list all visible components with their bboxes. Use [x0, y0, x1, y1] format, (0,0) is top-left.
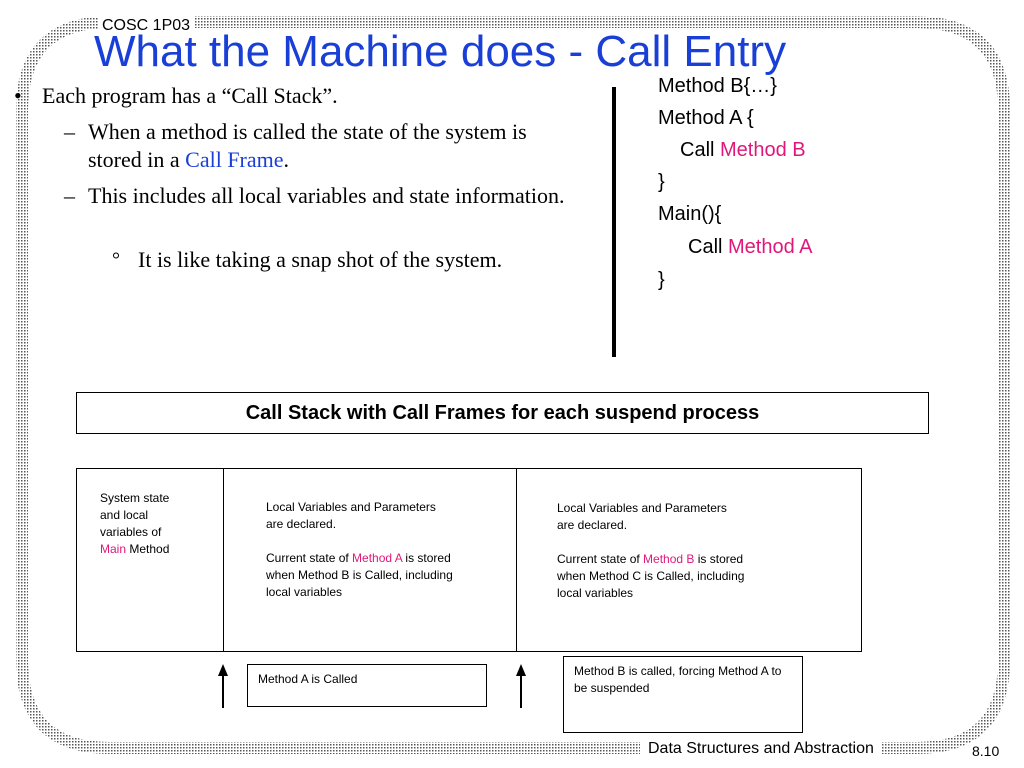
code-keyword: Call [688, 236, 729, 258]
code-call-target: Method B [720, 139, 806, 161]
frame-main-suffix: Method [126, 542, 170, 556]
frame-method-b: Local Variables and Parameters are decla… [557, 500, 747, 602]
code-line: Call Method B [680, 138, 806, 162]
frame-main-line: and local [100, 508, 149, 522]
frame-b-state-prefix: Current state of [557, 552, 644, 566]
frame-main-line: System state [100, 491, 170, 505]
course-code: COSC 1P03 [98, 16, 195, 36]
method-a-highlight: Method A [352, 551, 403, 565]
dash-icon: – [64, 183, 75, 208]
frame-method-a: Local Variables and Parameters are decla… [266, 499, 456, 601]
call-stack-banner: Call Stack with Call Frames for each sus… [76, 392, 929, 434]
frame-a-state-suffix: is stored when Method B is Called, inclu… [266, 551, 453, 599]
bullet-call-stack: Each program has a “Call Stack”. [42, 83, 338, 108]
up-arrow-icon [214, 664, 232, 708]
call-frame-highlight: Call Frame [185, 147, 284, 172]
dash-icon: – [64, 119, 75, 144]
frame-separator [223, 468, 224, 652]
frame-main-line: variables of [100, 525, 162, 539]
frame-main-line: Main Method [100, 541, 210, 558]
bullet-snapshot: It is like taking a snap shot of the sys… [138, 247, 503, 272]
frame-a-state-prefix: Current state of [266, 551, 353, 565]
frame-separator [516, 468, 517, 652]
code-line: } [658, 269, 665, 291]
page-number: 8.10 [972, 743, 1000, 759]
code-call-target: Method A [728, 236, 813, 258]
frame-a-state: Current state of Method A is stored when… [266, 550, 456, 601]
bullet-local-variables: This includes all local variables and st… [88, 183, 565, 208]
frame-b-state-suffix: is stored when Method C is Called, inclu… [557, 552, 745, 600]
bullet-call-frame-suffix: . [283, 147, 290, 172]
degree-bullet-icon: ° [112, 249, 120, 271]
code-keyword: Call [680, 139, 721, 161]
note-method-a-called: Method A is Called [247, 664, 487, 707]
note-method-b-called: Method B is called, forcing Method A to … [563, 656, 803, 733]
code-line: } [658, 171, 665, 193]
method-b-highlight: Method B [643, 552, 695, 566]
frame-b-state: Current state of Method B is stored when… [557, 551, 747, 602]
code-line: Method B{…} [658, 75, 777, 97]
call-stack-box [76, 468, 862, 652]
frame-main: System state and local variables of Main… [100, 490, 210, 558]
bullet-call-frame: When a method is called the state of the… [88, 118, 568, 174]
footer-label: Data Structures and Abstraction [640, 738, 882, 760]
code-line: Method A { [658, 107, 754, 129]
frame-b-declared: Local Variables and Parameters are decla… [557, 501, 727, 532]
main-highlight: Main [100, 542, 127, 556]
vertical-divider [612, 87, 616, 357]
slide-title: What the Machine does - Call Entry [94, 27, 787, 76]
frame-a-declared: Local Variables and Parameters are decla… [266, 500, 436, 531]
code-line: Call Method A [688, 235, 813, 259]
up-arrow-icon [512, 664, 530, 708]
code-line: Main(){ [658, 203, 722, 225]
bullet-call-frame-text: When a method is called the state of the… [88, 119, 527, 172]
bullet-dot-icon: • [14, 83, 22, 108]
